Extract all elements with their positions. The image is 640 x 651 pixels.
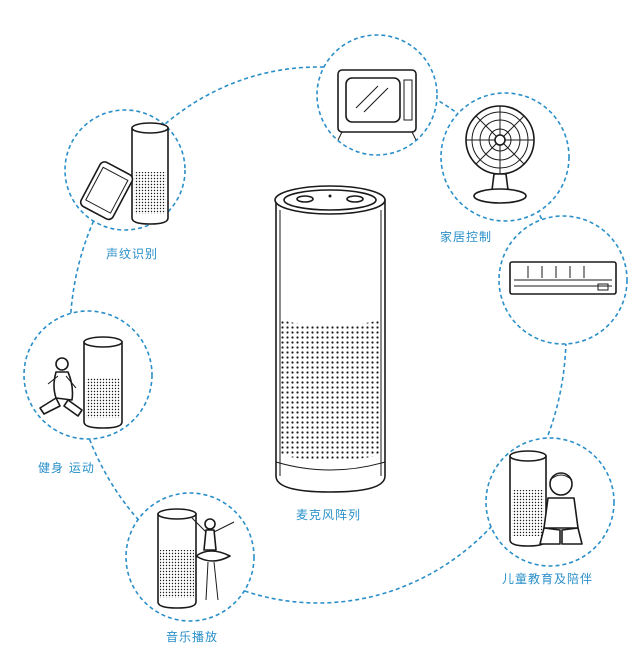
fan-bubble [440, 92, 570, 222]
child-bubble [485, 437, 615, 567]
label-microphone-array: 麦克风阵列 [296, 508, 362, 522]
ac-bubble [498, 215, 628, 345]
tv-bubble [316, 34, 438, 156]
air-conditioner-icon [509, 261, 617, 295]
center-speaker-icon [274, 185, 386, 493]
label-child-education: 儿童教育及陪伴 [502, 572, 594, 586]
label-music-playback: 音乐播放 [166, 630, 219, 644]
label-fitness: 健身 运动 [38, 461, 95, 475]
label-voice-id: 声纹识别 [106, 247, 159, 261]
smartphone-icon [79, 161, 134, 221]
music-bubble [125, 492, 255, 622]
child-icon [539, 472, 583, 545]
tv-icon [337, 69, 417, 141]
fitness-bubble [23, 310, 153, 440]
fan-icon [465, 105, 535, 204]
label-home-control: 家居控制 [440, 230, 493, 244]
voice-id-bubble [64, 109, 186, 231]
ballerina-icon [191, 517, 235, 601]
fitness-person-icon [39, 357, 83, 417]
